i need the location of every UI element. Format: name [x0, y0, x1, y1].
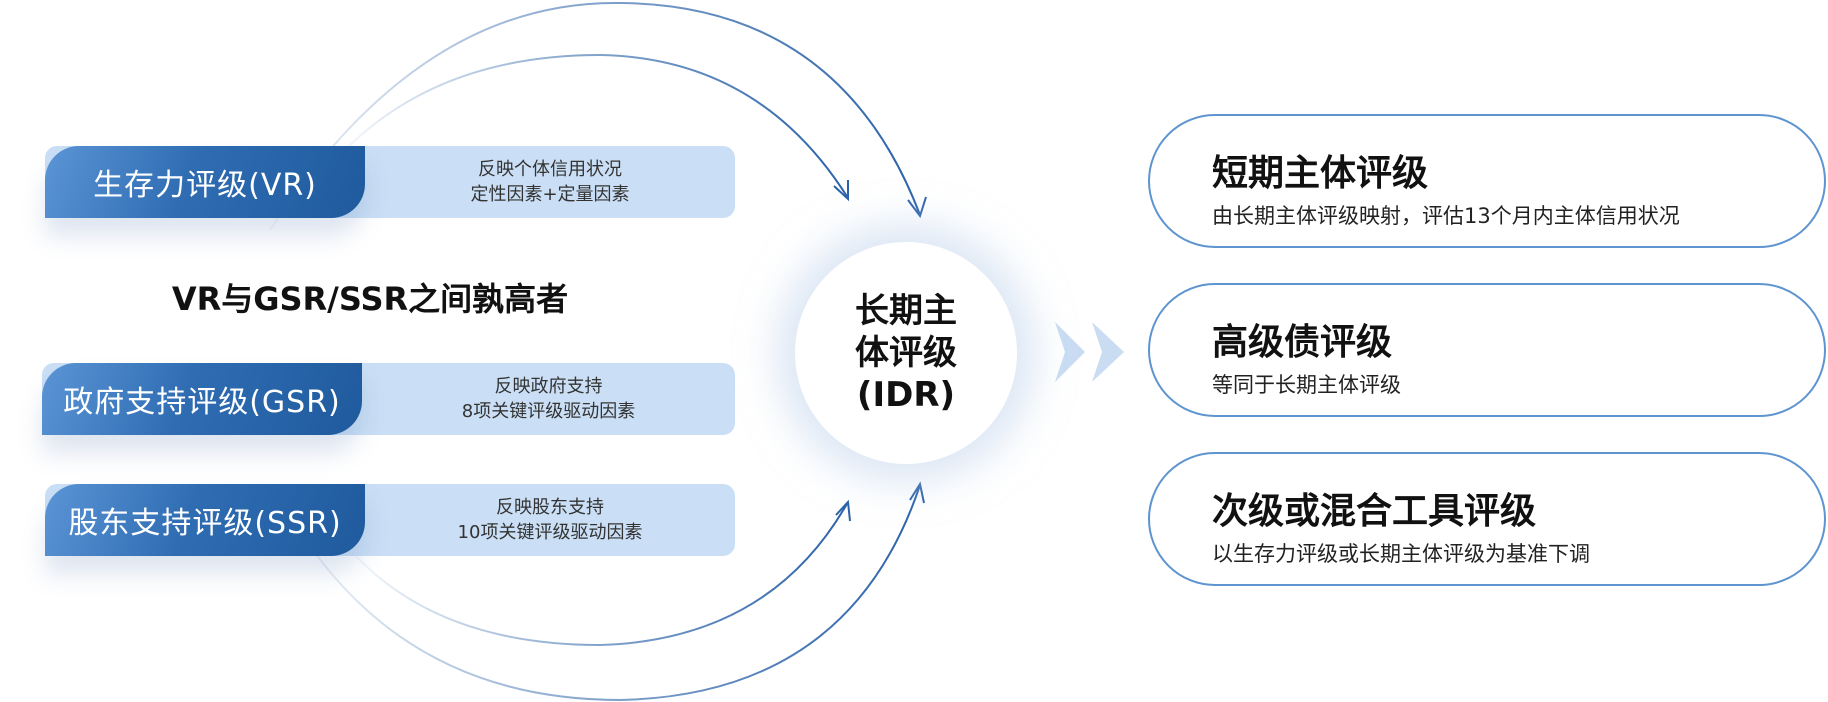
desc-line: 反映股东支持 [496, 497, 604, 518]
output-pill-subordinated: 次级或混合工具评级 以生存力评级或长期主体评级为基准下调 [1148, 452, 1826, 586]
desc-line: 定性因素+定量因素 [470, 184, 630, 205]
source-desc: 反映政府支持 8项关键评级驱动因素 [362, 363, 735, 435]
center-line: 体评级 [855, 333, 957, 373]
rule-text: VR与GSR/SSR之间孰高者 [171, 280, 569, 318]
center-line: (IDR) [856, 375, 956, 415]
output-title: 次级或混合工具评级 [1212, 491, 1537, 532]
arrowhead-bottom-inner [835, 499, 851, 522]
output-pill-short-term: 短期主体评级 由长期主体评级映射，评估13个月内主体信用状况 [1148, 114, 1826, 248]
source-row-gsr: 政府支持评级(GSR) 反映政府支持 8项关键评级驱动因素 [42, 363, 735, 435]
source-desc: 反映股东支持 10项关键评级驱动因素 [365, 484, 735, 556]
arc-bottom-inner [354, 501, 849, 647]
output-subtitle: 以生存力评级或长期主体评级为基准下调 [1212, 542, 1590, 566]
source-row-vr: 生存力评级(VR) 反映个体信用状况 定性因素+定量因素 [45, 146, 735, 218]
source-label: 政府支持评级(GSR) [42, 363, 362, 435]
arc-bottom-outer [289, 484, 921, 702]
center-line: 长期主 [855, 291, 957, 331]
arrowhead-top-outer [907, 196, 927, 219]
center-idr-node: 长期主 体评级 (IDR) [795, 242, 1017, 464]
desc-line: 8项关键评级驱动因素 [461, 401, 636, 422]
chevron-right-icon [1055, 322, 1085, 382]
output-pill-senior-debt: 高级债评级 等同于长期主体评级 [1148, 283, 1826, 417]
source-label: 股东支持评级(SSR) [45, 484, 365, 556]
source-row-ssr: 股东支持评级(SSR) 反映股东支持 10项关键评级驱动因素 [45, 484, 735, 556]
output-title: 短期主体评级 [1212, 153, 1429, 194]
source-label: 生存力评级(VR) [45, 146, 365, 218]
output-subtitle: 由长期主体评级映射，评估13个月内主体信用状况 [1212, 204, 1680, 228]
desc-line: 反映政府支持 [494, 376, 603, 397]
arrowhead-top-inner [833, 180, 849, 202]
desc-line: 反映个体信用状况 [478, 159, 622, 180]
arc-top-inner [344, 53, 849, 199]
output-subtitle: 等同于长期主体评级 [1212, 373, 1401, 397]
output-title: 高级债评级 [1212, 322, 1393, 363]
chevron-right-icon [1092, 322, 1124, 382]
desc-line: 10项关键评级驱动因素 [457, 522, 643, 543]
source-desc: 反映个体信用状况 定性因素+定量因素 [365, 146, 735, 218]
arc-top-outer [269, 1, 921, 231]
arrowhead-bottom-outer [909, 481, 925, 504]
